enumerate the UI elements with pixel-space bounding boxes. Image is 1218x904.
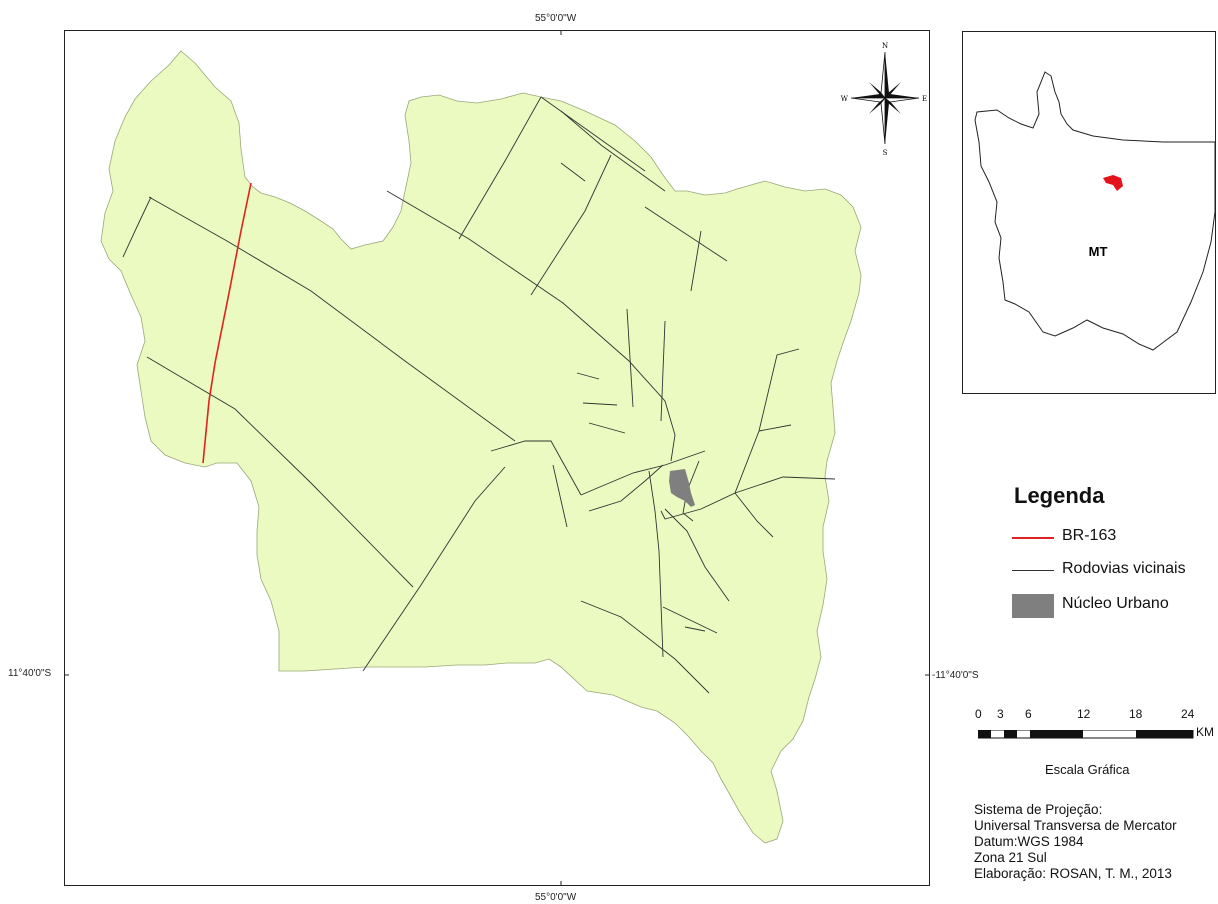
top-longitude-label: 55°0'0"W <box>535 13 577 24</box>
br-163-highway <box>202 182 252 464</box>
projection-notes: Sistema de Projeção: Universal Transvers… <box>974 802 1177 882</box>
main-map: N S E W <box>65 31 929 885</box>
legend-vicinais-line <box>1012 570 1054 571</box>
note-line-4: Zona 21 Sul <box>974 850 1047 865</box>
south-label: S <box>883 149 888 157</box>
scale-tick-18: 18 <box>1129 707 1143 721</box>
compass-rose-icon: N S E W <box>841 42 927 157</box>
scale-tick-3: 3 <box>997 707 1004 721</box>
municipality-location-marker <box>1103 175 1123 191</box>
mato-grosso-outline <box>974 71 1216 351</box>
note-line-2: Universal Transversa de Mercator <box>974 818 1177 833</box>
scale-tick-6: 6 <box>1025 707 1032 721</box>
scale-bar-segments <box>978 730 1194 739</box>
legend-title: Legenda <box>1014 483 1105 508</box>
bottom-longitude-label: 55°0'0"W <box>535 892 577 903</box>
legend-br-163-line <box>1012 537 1054 539</box>
note-line-1: Sistema de Projeção: <box>974 802 1103 817</box>
scale-caption: Escala Gráfica <box>1045 762 1130 777</box>
legend-vicinais-label: Rodovias vicinais <box>1062 560 1186 577</box>
scale-tick-0: 0 <box>975 707 982 721</box>
scale-tick-24: 24 <box>1181 707 1195 721</box>
inset-state-label: MT <box>1089 244 1108 259</box>
scale-tick-12: 12 <box>1077 707 1091 721</box>
legend-br-163-label: BR-163 <box>1062 527 1117 544</box>
scale-unit: KM <box>1196 725 1214 739</box>
note-line-5: Elaboração: ROSAN, T. M., 2013 <box>974 866 1172 881</box>
legend-urbano-label: Núcleo Urbano <box>1062 595 1169 612</box>
main-map-frame: N S E W <box>64 30 930 886</box>
legend-urbano-swatch <box>1012 594 1054 618</box>
west-label: W <box>841 95 849 103</box>
inset-map-frame: MT <box>962 31 1216 394</box>
north-label: N <box>882 42 888 50</box>
scale-bar: 0 3 6 12 18 24 KM <box>975 707 1218 747</box>
right-latitude-label: -11°40'0"S <box>932 670 979 681</box>
nucleo-urbano-polygon <box>669 469 695 507</box>
east-label: E <box>922 95 927 103</box>
note-line-3: Datum:WGS 1984 <box>974 834 1084 849</box>
rodovias-vicinais-layer <box>122 96 836 694</box>
inset-map: MT <box>974 71 1216 351</box>
municipality-polygon <box>100 50 862 844</box>
left-latitude-label: 11°40'0"S <box>8 668 52 679</box>
